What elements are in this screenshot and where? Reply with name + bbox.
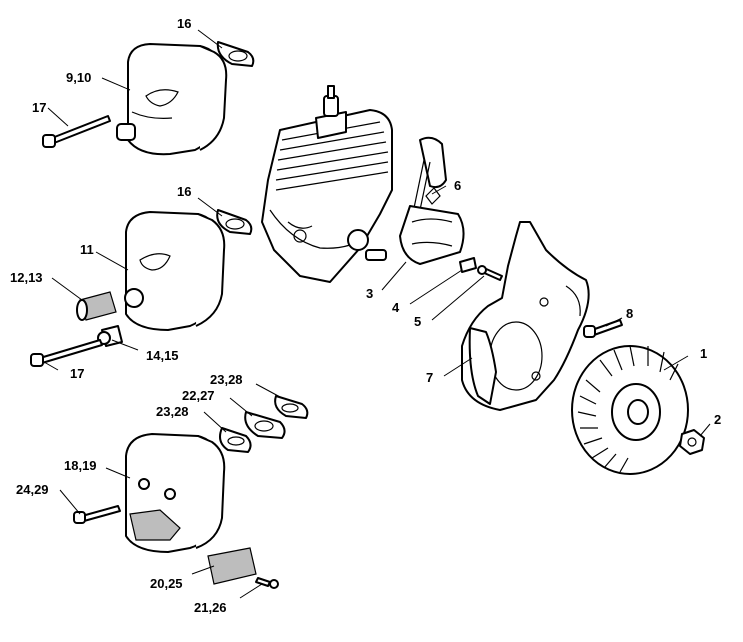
label-17-top: 17 [32,100,46,115]
label-17-middle: 17 [70,366,84,381]
label-11: 11 [80,242,94,257]
ignition-module-3 [399,136,465,265]
leader-lines [43,29,711,599]
fan-housing-7 [461,221,590,411]
gasket-16-middle [216,209,253,235]
label-21-26: 21,26 [194,600,227,615]
nut-2 [679,429,705,455]
label-23-28-bottom: 23,28 [156,404,189,419]
screw-24-29 [73,505,121,524]
label-14-15: 14,15 [146,348,179,363]
label-6: 6 [454,178,461,193]
spark-arrestor-12-13 [76,291,117,321]
label-3: 3 [366,286,373,301]
label-5: 5 [414,314,421,329]
screw-17-middle [30,339,103,367]
gasket-16-top [216,41,255,67]
screen-20-25 [207,547,257,585]
muffler-11 [124,211,226,331]
engine-cylinder [261,85,393,283]
label-12-13: 12,13 [10,270,43,285]
label-16-middle: 16 [177,184,191,199]
part-labels: 16 9,10 17 16 11 12,13 17 14,15 6 3 4 5 … [10,16,721,615]
label-9-10: 9,10 [66,70,91,85]
screw-21-26 [255,577,279,589]
washer-4 [459,257,477,273]
label-16-top: 16 [177,16,191,31]
label-23-28-top: 23,28 [210,372,243,387]
label-20-25: 20,25 [150,576,183,591]
gasket-23-28-b [219,427,252,453]
label-7: 7 [426,370,433,385]
flywheel-1 [571,345,689,475]
muffler-18-19 [125,433,226,553]
screw-5 [477,265,503,281]
label-18-19: 18,19 [64,458,97,473]
label-22-27: 22,27 [182,388,215,403]
label-8: 8 [626,306,633,321]
spring-clip-6 [425,187,441,205]
label-4: 4 [392,300,400,315]
screw-17-top [42,115,111,148]
plate-22-27 [244,411,286,439]
label-1: 1 [700,346,707,361]
label-24-29: 24,29 [16,482,49,497]
gasket-23-28-a [274,395,309,419]
muffler-9-10 [116,43,228,156]
label-2: 2 [714,412,721,427]
screw-8 [583,319,623,338]
